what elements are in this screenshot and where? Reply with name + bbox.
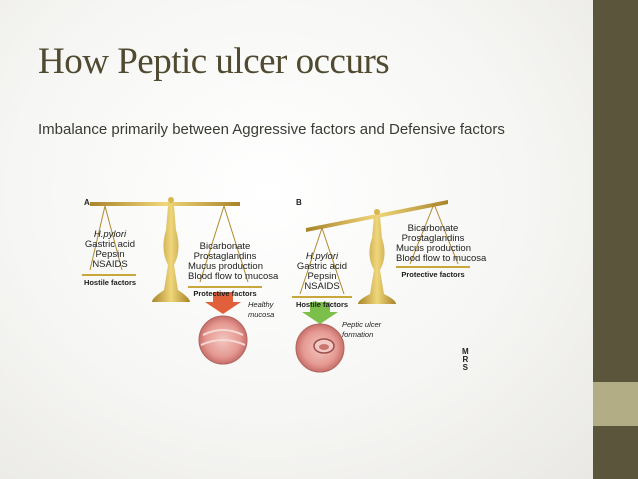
label-blood-flow: Blood flow to mucosa xyxy=(396,253,487,264)
panel-a-letter: A xyxy=(84,198,90,207)
label-nsaids: NSAIDS xyxy=(304,281,340,292)
slide-background xyxy=(0,0,593,479)
ulcer-label-line1: Peptic ulcer xyxy=(342,320,382,329)
label-mucus-production: Mucus production xyxy=(396,243,471,254)
balance-scales-drawing xyxy=(82,197,470,373)
scale-a xyxy=(82,197,262,365)
label-gastric-acid: Gastric acid xyxy=(296,261,348,272)
label-bicarbonate: Bicarbonate xyxy=(199,241,251,252)
label-nsaids: NSAIDS xyxy=(92,259,128,270)
publisher-logo: M R S xyxy=(462,348,469,372)
scale-b xyxy=(292,200,470,373)
panel-a-mucosa-label: Healthy mucosa xyxy=(248,300,274,320)
sidebar-accent-block xyxy=(593,382,638,426)
panel-b-protective-list: Bicarbonate Prostaglandins Mucus product… xyxy=(396,223,487,264)
panel-a-protective-list: Bicarbonate Prostaglandins Mucus product… xyxy=(188,241,279,282)
label-prostaglandins: Prostaglandins xyxy=(401,233,465,244)
panel-b-hostile-caption: Hostile factors xyxy=(295,300,349,309)
label-pepsin: Pepsin xyxy=(307,271,337,282)
panel-b-hostile-list: H.pylori Gastric acid Pepsin NSAIDS xyxy=(290,252,354,292)
panel-a-hostile-caption: Hostile factors xyxy=(83,278,137,287)
label-gastric-acid: Gastric acid xyxy=(84,239,136,250)
label-h-pylori: H.pylori xyxy=(93,229,127,240)
mucosa-label-line1: Healthy xyxy=(248,300,274,309)
logo-letter-1: M xyxy=(462,347,469,356)
label-blood-flow: Blood flow to mucosa xyxy=(188,271,279,282)
scale-illustration: A B H.pylori Gastric acid Pepsin NSAIDS … xyxy=(78,190,498,390)
panel-a-hostile-list: H.pylori Gastric acid Pepsin NSAIDS xyxy=(82,230,138,270)
logo-letter-3: S xyxy=(462,363,468,372)
label-mucus-production: Mucus production xyxy=(188,261,263,272)
panel-b-protective-caption: Protective factors xyxy=(401,270,465,279)
logo-letter-2: R xyxy=(462,355,469,364)
panel-a-protective-caption: Protective factors xyxy=(193,289,257,298)
label-bicarbonate: Bicarbonate xyxy=(407,223,459,234)
label-prostaglandins: Prostaglandins xyxy=(193,251,257,262)
ulcer-label-line2: formation xyxy=(342,330,374,339)
slide-body-text: Imbalance primarily between Aggressive f… xyxy=(38,121,505,138)
mucosa-label-line2: mucosa xyxy=(248,310,275,319)
slide-title: How Peptic ulcer occurs xyxy=(38,41,390,82)
panel-b-ulcer-label: Peptic ulcer formation xyxy=(342,320,381,340)
panel-b-letter: B xyxy=(296,198,302,207)
label-pepsin: Pepsin xyxy=(95,249,125,260)
label-h-pylori: H.pylori xyxy=(305,251,339,262)
